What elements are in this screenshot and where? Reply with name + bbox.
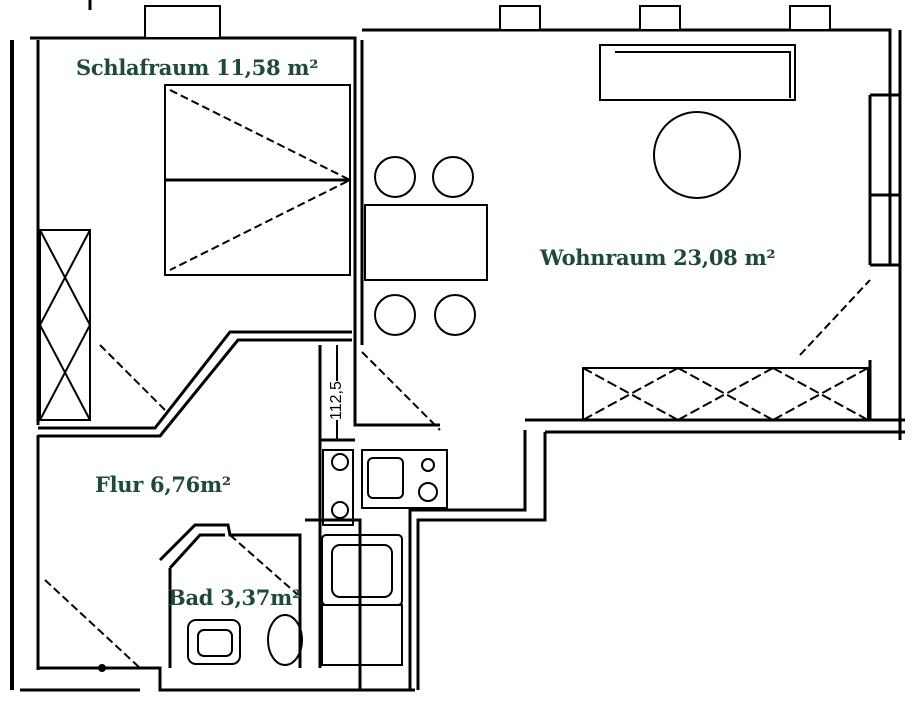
room-label-flur: Flur 6,76m²: [95, 472, 231, 497]
furniture: [38, 44, 871, 669]
room-label-wohnraum: Wohnraum 23,08 m²: [540, 245, 776, 270]
dimension-label: 112,5: [328, 381, 346, 420]
walls: [10, 0, 905, 692]
room-label-bad: Bad 3,37m²: [168, 585, 301, 610]
windows: [144, 5, 831, 39]
room-label-schlafraum: Schlafraum 11,58 m²: [76, 55, 319, 80]
